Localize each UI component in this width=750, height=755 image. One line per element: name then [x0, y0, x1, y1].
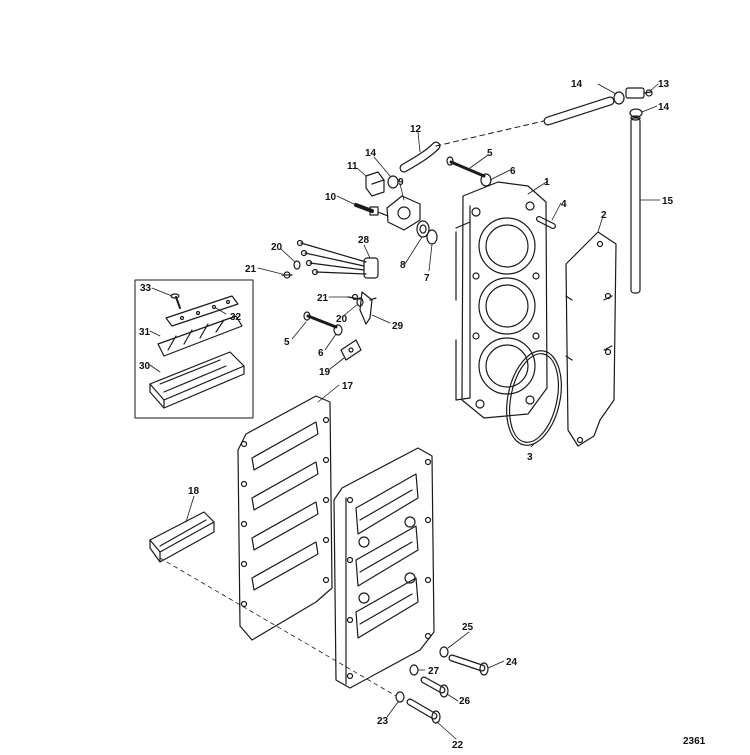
callout-21-lower: 21 — [317, 293, 329, 304]
callout-27: 27 — [428, 666, 440, 677]
reed-block-part-30 — [149, 351, 245, 409]
washer-part-20-lower — [356, 297, 364, 307]
callout-24: 24 — [506, 657, 518, 668]
fitting-part-13 — [625, 87, 653, 99]
callout-8: 8 — [400, 260, 406, 271]
manifold-plate — [333, 447, 435, 689]
callout-30: 30 — [139, 361, 151, 372]
alignment-lines — [159, 557, 397, 697]
callout-labels: 1 2 3 4 5 6 7 8 9 10 11 12 13 14 14 14 1… — [139, 79, 706, 751]
callout-28: 28 — [358, 235, 370, 246]
gasket-part-2 — [565, 231, 617, 447]
washer-part-25 — [439, 646, 449, 658]
cover-part-1 — [455, 181, 548, 419]
figure-number: 2361 — [683, 736, 706, 747]
callout-3: 3 — [527, 452, 533, 463]
callout-29: 29 — [392, 321, 404, 332]
stop-plate-part-32 — [165, 295, 239, 327]
callout-31: 31 — [139, 327, 151, 338]
callout-14-left: 14 — [365, 148, 377, 159]
callout-22: 22 — [452, 740, 464, 750]
callout-18: 18 — [188, 486, 200, 497]
bolt-part-22 — [406, 698, 441, 724]
callout-33: 33 — [140, 283, 152, 294]
bolt-part-5-left — [303, 311, 338, 329]
washer-part-23 — [395, 691, 405, 703]
callout-25: 25 — [462, 622, 474, 633]
callout-9: 9 — [398, 177, 404, 188]
callout-6-top: 6 — [510, 166, 516, 177]
leader-lines — [149, 83, 661, 740]
gasket-part-17 — [237, 395, 333, 641]
seal-part-8 — [416, 220, 430, 238]
o-ring-part-3 — [506, 350, 562, 446]
callout-14-top: 14 — [571, 79, 583, 90]
fitting-part-11 — [365, 171, 385, 197]
callout-10: 10 — [325, 192, 337, 203]
callout-23: 23 — [377, 716, 389, 727]
callout-26: 26 — [459, 696, 471, 707]
petals-part-31 — [157, 315, 243, 357]
clamp-parts-14 — [387, 91, 643, 189]
bolt-part-24 — [448, 654, 489, 676]
washer-part-20-upper — [293, 260, 301, 270]
washer-part-27 — [409, 664, 419, 676]
callout-5-top: 5 — [487, 148, 493, 159]
callout-15: 15 — [662, 196, 674, 207]
callout-5-left: 5 — [284, 337, 290, 348]
callout-13: 13 — [658, 79, 670, 90]
washer-part-7 — [426, 229, 438, 245]
bolt-part-26 — [420, 676, 449, 698]
screw-part-21-upper — [281, 271, 293, 279]
housing-part-9 — [377, 195, 421, 231]
callout-32: 32 — [230, 312, 242, 323]
callout-1: 1 — [544, 177, 550, 188]
washer-part-6-top — [480, 173, 492, 187]
callout-20-lower: 20 — [336, 314, 348, 325]
bolt-part-5-top — [446, 156, 486, 178]
callout-4: 4 — [561, 199, 567, 210]
callout-19: 19 — [319, 367, 331, 378]
callout-21-upper: 21 — [245, 264, 257, 275]
bracket-part-19 — [340, 339, 362, 361]
callout-14-right: 14 — [658, 102, 670, 113]
callout-7: 7 — [424, 273, 430, 284]
clip-part-29 — [359, 291, 377, 325]
sensor-harness-part-28 — [296, 239, 379, 279]
screw-part-10 — [354, 203, 379, 216]
callout-6-left: 6 — [318, 348, 324, 359]
callout-17: 17 — [342, 381, 354, 392]
callout-2: 2 — [601, 210, 607, 221]
callout-11: 11 — [347, 161, 358, 172]
pipe-part-15 — [630, 115, 641, 294]
callout-12: 12 — [410, 124, 422, 135]
reed-assembly-part-18 — [149, 511, 215, 563]
callout-20-upper: 20 — [271, 242, 283, 253]
washer-part-6-left — [333, 324, 343, 336]
reed-kit-group — [134, 279, 254, 419]
hose-part-12 — [399, 96, 615, 173]
